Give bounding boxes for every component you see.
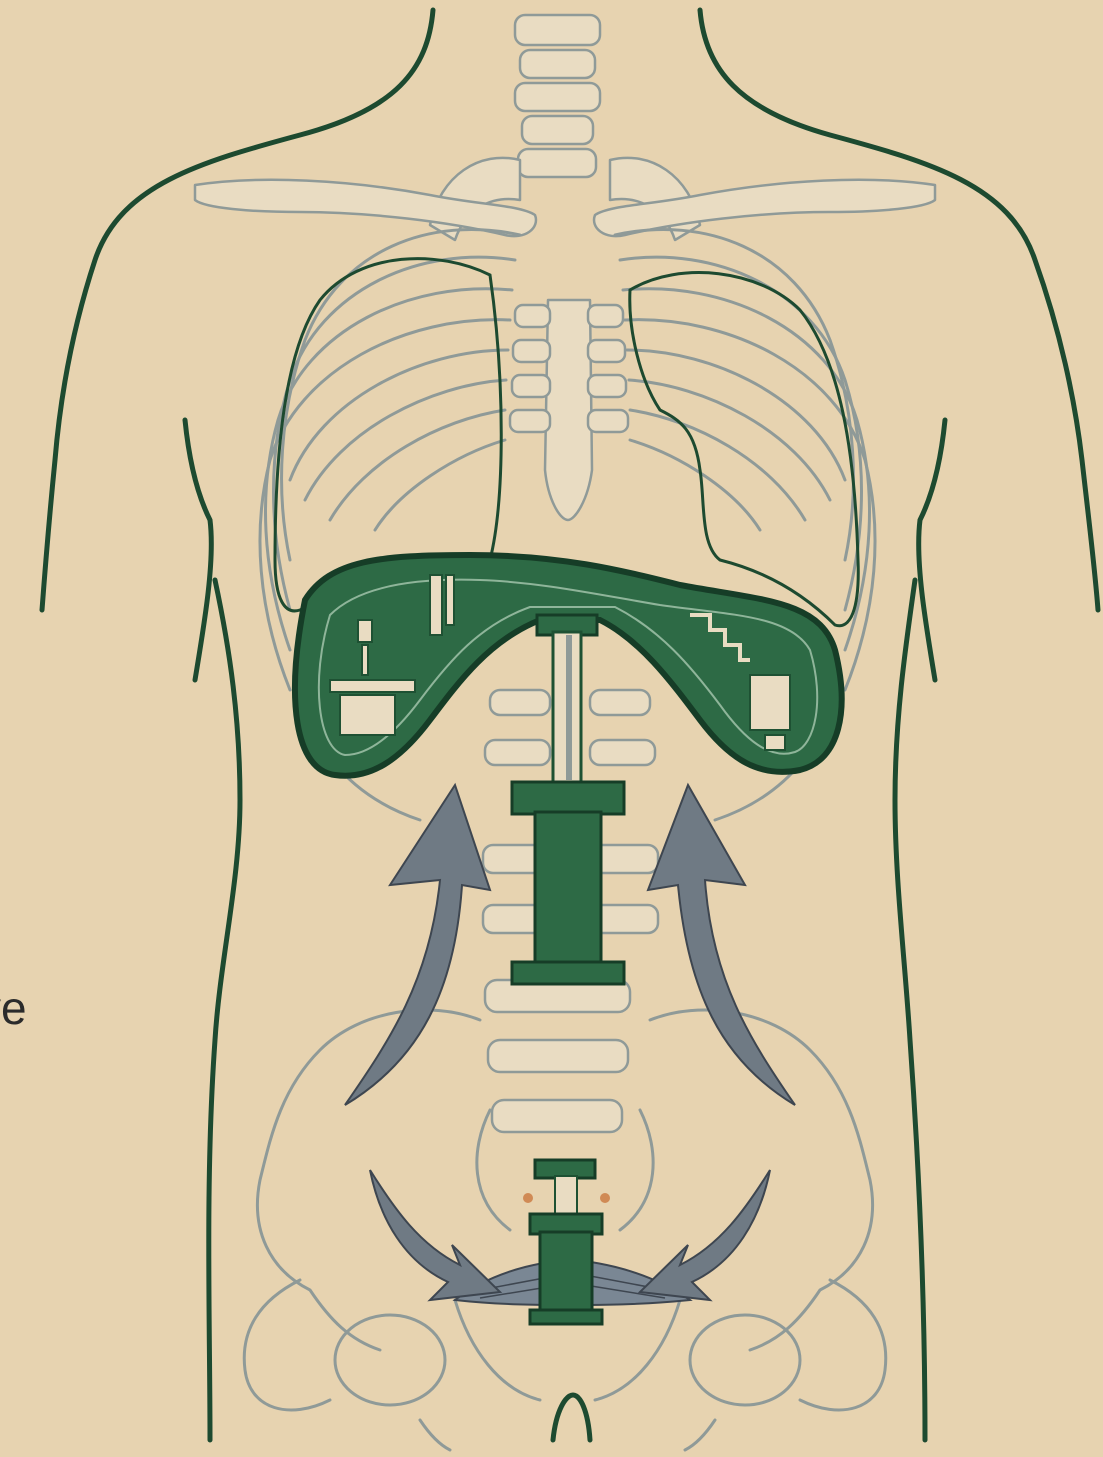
right-inward-arrow: [640, 1170, 770, 1300]
left-upward-arrow: [345, 785, 490, 1105]
cervical-vertebrae: [515, 15, 600, 177]
sternum: [545, 300, 592, 520]
right-upward-arrow: [648, 785, 795, 1105]
clipped-text-line-2: ve: [0, 985, 27, 1031]
